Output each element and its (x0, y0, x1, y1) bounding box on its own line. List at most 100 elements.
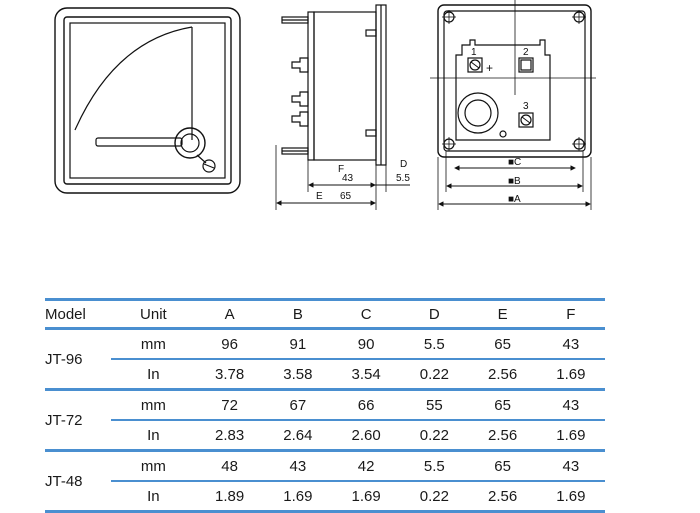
label-C: ■C (508, 157, 521, 168)
front-bezel (63, 16, 232, 185)
header-model: Model (45, 305, 86, 323)
unit-cell: In (111, 481, 196, 513)
pointer-pivot-inner (180, 133, 200, 153)
value-cell: 0.22 (400, 359, 469, 391)
header-e: E (497, 305, 508, 323)
label-terminal-1: 1 (471, 47, 477, 58)
unit-cell: In (111, 420, 196, 452)
rear-connector-inner (464, 99, 492, 127)
unit-cell: In (111, 359, 196, 391)
model-name: JT-72 (45, 389, 112, 452)
terminal-1-slot (470, 61, 480, 69)
side-back-plate (307, 11, 315, 161)
terminal-1 (467, 57, 483, 73)
value-cell: 43 (536, 450, 605, 482)
label-E: E (316, 191, 323, 202)
front-dial-face (69, 22, 226, 179)
header-c: C (360, 305, 372, 323)
value-cell: 2.56 (468, 359, 537, 391)
terminal-side-1 (291, 57, 309, 73)
rear-view (430, 0, 596, 210)
body-clip-top (365, 29, 377, 37)
table-header-row: Model Unit A B C D E F (45, 299, 605, 329)
value-cell: 1.69 (536, 359, 605, 391)
pointer-pivot-outer (174, 127, 206, 159)
value-cell: 55 (400, 389, 469, 421)
value-cell: 66 (332, 389, 401, 421)
table-row: JT-96 mm 96 91 90 5.5 65 43 (45, 328, 605, 391)
value-cell: 0.22 (400, 420, 469, 452)
value-cell: 2.60 (332, 420, 401, 452)
label-E-value: 65 (340, 191, 352, 202)
header-a: A (224, 305, 235, 323)
value-cell: 3.58 (263, 359, 332, 391)
technical-drawing: F 43 E 65 D 5.5 (54, 0, 596, 210)
unit-cell: mm (111, 389, 196, 421)
unit-cell: mm (111, 328, 196, 360)
terminal-2 (518, 57, 534, 73)
label-plus: + (486, 61, 493, 75)
model-name: JT-96 (45, 328, 112, 391)
value-cell: 2.64 (263, 420, 332, 452)
terminal-side-3 (291, 111, 309, 127)
header-unit: Unit (140, 305, 167, 323)
label-terminal-3: 3 (523, 101, 529, 112)
zero-adjuster-slot (203, 163, 215, 169)
front-view (54, 7, 241, 194)
label-D-value: 5.5 (396, 173, 410, 184)
header-b: B (292, 305, 303, 323)
value-cell: 2.56 (468, 481, 537, 513)
rear-connector-pin (499, 130, 507, 138)
label-F: F (338, 164, 344, 175)
dimension-table: Model Unit A B C D E F JT-96 mm 96 91 90… (45, 298, 605, 513)
value-cell: 1.89 (195, 481, 264, 513)
value-cell: 2.56 (468, 420, 537, 452)
label-F-value: 43 (342, 173, 354, 184)
table-row: In 3.78 3.58 3.54 0.22 2.56 1.69 (45, 359, 605, 391)
header-d: D (428, 305, 440, 323)
mounting-hole-tr (572, 10, 586, 24)
value-cell: 90 (332, 328, 401, 360)
front-outer-frame (54, 7, 241, 194)
zero-adjuster-screw (202, 159, 216, 173)
side-body (313, 11, 377, 161)
value-cell: 96 (195, 328, 264, 360)
mounting-hole-br (572, 137, 586, 151)
table-row: JT-48 mm 48 43 42 5.5 65 43 (45, 450, 605, 513)
terminal-side-2 (291, 91, 309, 107)
value-cell: 43 (536, 328, 605, 360)
value-cell: 1.69 (536, 481, 605, 513)
pointer-needle (95, 137, 183, 147)
rear-connector-outer (457, 92, 499, 134)
value-cell: 5.5 (400, 328, 469, 360)
terminal-1-screw (469, 59, 481, 71)
rear-inner-frame (443, 10, 586, 152)
terminal-3-slot (521, 116, 531, 124)
body-clip-bottom (365, 129, 377, 137)
value-cell: 65 (468, 450, 537, 482)
value-cell: 67 (263, 389, 332, 421)
model-name: JT-48 (45, 450, 112, 513)
terminal-2-inner (520, 59, 532, 71)
value-cell: 42 (332, 450, 401, 482)
value-cell: 2.83 (195, 420, 264, 452)
header-f: F (566, 305, 576, 323)
side-view (275, 4, 410, 210)
value-cell: 1.69 (536, 420, 605, 452)
value-cell: 5.5 (400, 450, 469, 482)
value-cell: 65 (468, 328, 537, 360)
rear-outer-frame (437, 4, 592, 158)
label-terminal-2: 2 (523, 47, 529, 58)
value-cell: 43 (536, 389, 605, 421)
value-cell: 91 (263, 328, 332, 360)
value-cell: 3.54 (332, 359, 401, 391)
value-cell: 1.69 (332, 481, 401, 513)
label-D: D (400, 159, 407, 170)
value-cell: 43 (263, 450, 332, 482)
terminal-block (455, 39, 551, 141)
label-A: ■A (508, 194, 521, 205)
value-cell: 65 (468, 389, 537, 421)
value-cell: 48 (195, 450, 264, 482)
table-row: JT-72 mm 72 67 66 55 65 43 (45, 389, 605, 452)
value-cell: 1.69 (263, 481, 332, 513)
